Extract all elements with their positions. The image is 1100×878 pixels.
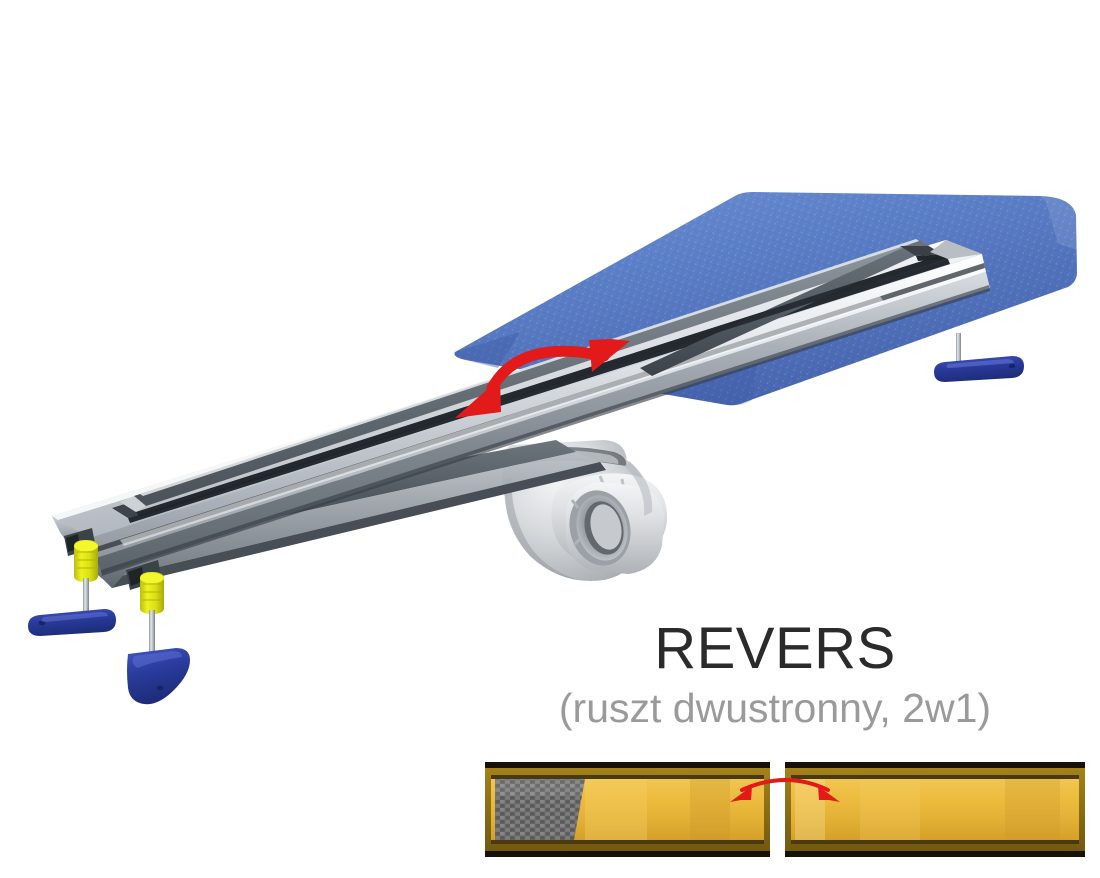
reversible-flip-arrow	[455, 339, 630, 418]
swatch-solid-gold-side	[785, 762, 1085, 857]
blue-foot-pad-left-back	[28, 609, 116, 636]
blue-foot-pad-right	[934, 356, 1024, 382]
siphon-outlet-pipe	[566, 482, 664, 574]
adjustable-leg-left-front	[126, 560, 190, 705]
yellow-adjustment-collar-left-front	[140, 572, 164, 614]
adjustable-leg-left-back	[28, 528, 116, 636]
swatch-flip-arrow	[730, 778, 840, 802]
blue-foot-pad-left-front	[127, 648, 190, 705]
stainless-steel-channel-body	[52, 239, 990, 588]
yellow-adjustment-collar-left-back	[74, 540, 98, 582]
adjustable-leg-right	[934, 333, 1024, 382]
swatch-tile-insert-side	[485, 762, 770, 857]
